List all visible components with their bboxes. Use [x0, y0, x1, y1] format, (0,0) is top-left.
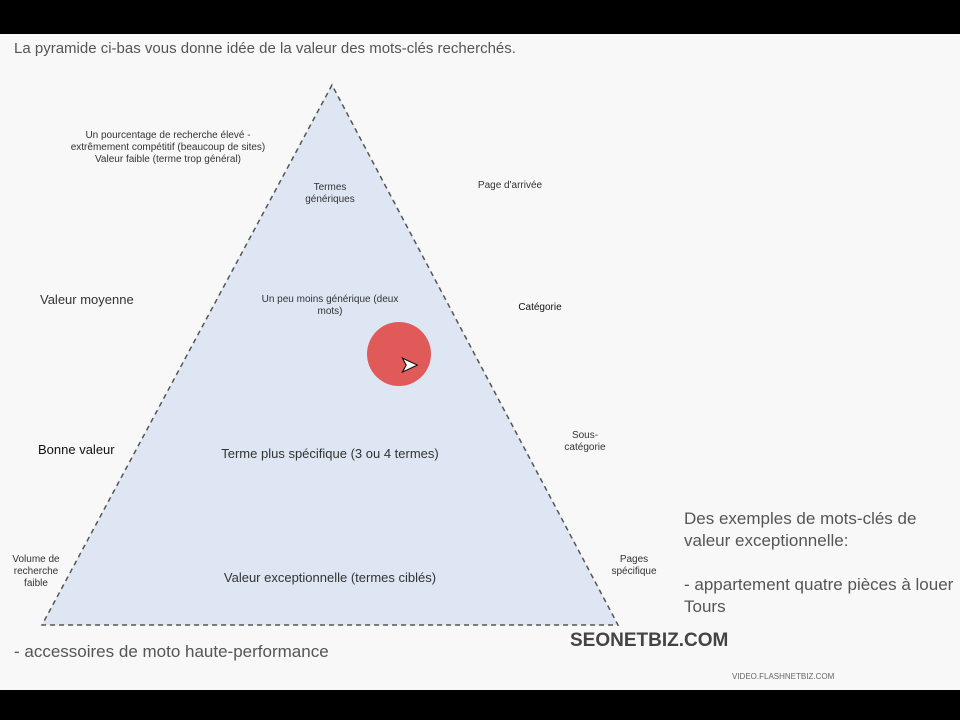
watermark: VIDEO.FLASHNETBIZ.COM: [732, 672, 835, 681]
example-1: - appartement quatre pièces à louer Tour…: [684, 575, 954, 616]
intro-text: La pyramide ci-bas vous donne idée de la…: [14, 40, 516, 57]
left-label-3: Bonne valeur: [38, 442, 115, 457]
left-label-2: Valeur moyenne: [40, 292, 134, 307]
brand-logo: SEONETBIZ.COM: [570, 630, 729, 651]
examples-heading: Des exemples de mots-clés de valeur exce…: [684, 509, 917, 550]
slide: La pyramide ci-bas vous donne idée de la…: [0, 34, 960, 690]
level-2: Un peu moins générique (deux mots): [261, 294, 399, 317]
pyramid: [40, 83, 620, 626]
level-3: Terme plus spécifique (3 ou 4 termes): [221, 446, 439, 461]
level-1: Termes génériques: [305, 182, 355, 205]
example-2: - accessoires de moto haute-performance: [14, 642, 329, 661]
left-label-4: Volume de recherche faible: [12, 554, 60, 589]
left-label-1: Un pourcentage de recherche élevé - extr…: [70, 130, 266, 165]
right-label-1: Page d'arrivée: [477, 180, 543, 191]
right-label-2: Catégorie: [518, 302, 562, 313]
mouse-pointer-icon: ➤: [399, 352, 419, 378]
cursor-highlight: [367, 322, 431, 386]
level-4: Valeur exceptionnelle (termes ciblés): [223, 570, 437, 585]
right-label-3: Sous-catégorie: [564, 430, 606, 453]
right-label-4: Pages spécifique: [611, 554, 657, 577]
